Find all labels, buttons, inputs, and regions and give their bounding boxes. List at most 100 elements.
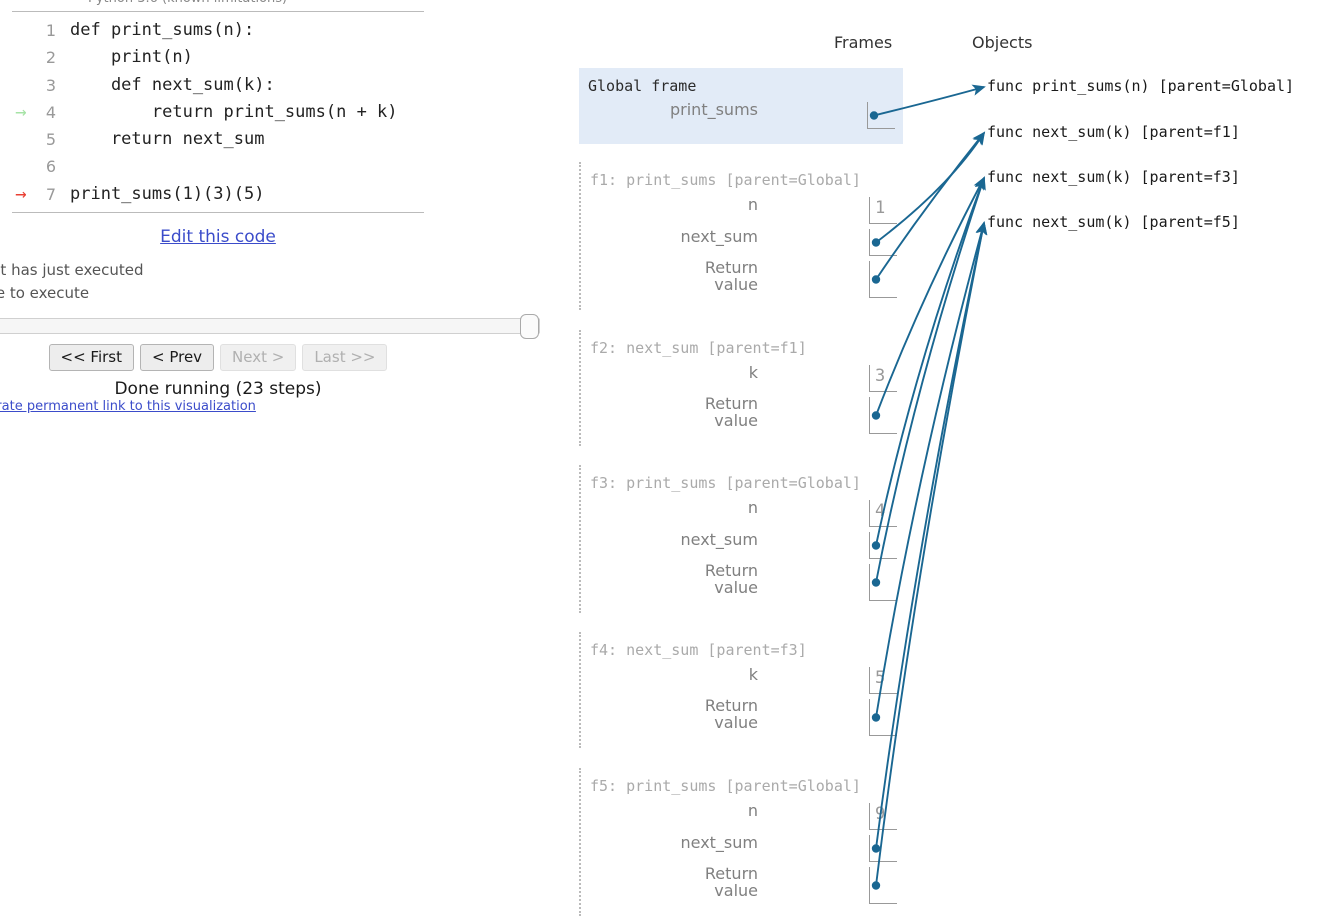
slider-track[interactable] [0,318,540,334]
code-panel-header-fragment: Python 3.6 (known limitations) [88,0,428,5]
variable-row: next_sum [581,229,903,261]
nav-button-prev[interactable]: < Prev [139,344,215,371]
execution-slider[interactable] [0,314,550,339]
variable-value: 5 [875,668,886,688]
visualization-panel: Frames Objects Global frame print_sums f1:… [566,0,1338,923]
variable-name: k [748,363,758,382]
frame-variables: print_sums [579,102,903,134]
code-line-number: 5 [45,130,56,150]
frames-column-header: Frames [834,33,893,52]
variable-name: next_sum [680,833,758,852]
variable-name: print_sums [670,100,758,119]
variable-row: print_sums [579,102,903,134]
variable-name: k [748,665,758,684]
variable-row: next_sum [581,532,903,564]
variable-value: 9 [875,804,886,824]
nav-button-first[interactable]: << First [48,344,134,371]
code-line: 5 return next_sum [12,126,424,153]
object-o1: func print_sums(n) [parent=Global] [987,77,1295,95]
nav-button-last: Last >> [302,344,388,371]
variable-value-box: 4 [869,500,897,527]
code-line-number: 2 [45,48,56,68]
variable-value-box [869,867,897,904]
variable-name: n [747,195,758,214]
code-line-text: return print_sums(n + k) [70,101,398,122]
frame-title: f5: print_sums [parent=Global] [590,777,861,795]
variable-value-box [867,102,895,129]
permanent-link[interactable]: Generate permanent link to this visualiz… [0,399,256,414]
code-line-number: 3 [45,75,56,95]
code-line-text: return next_sum [70,129,265,150]
slider-handle[interactable] [520,314,539,339]
nav-button-next: Next > [220,344,297,371]
legend-executed-line: line that has just executed [0,261,144,279]
frame-title: f4: next_sum [parent=f3] [590,641,807,659]
object-o4: func next_sum(k) [parent=f5] [987,213,1240,231]
legend-next-line: next line to execute [0,284,90,302]
code-line: 2 print(n) [12,44,424,71]
code-line: 6 [12,153,424,180]
object-o2: func next_sum(k) [parent=f1] [987,123,1240,141]
edit-this-code-link[interactable]: Edit this code [160,227,276,247]
variable-name: next_sum [680,530,758,549]
objects-column-header: Objects [972,33,1033,52]
code-line: 3 def next_sum(k): [12,72,424,99]
variable-value-box [869,699,897,736]
variable-value: 1 [875,198,886,218]
variable-value-box: 1 [869,197,897,224]
code-line-text: def print_sums(n): [70,20,255,40]
variable-value-box [869,229,897,256]
variable-value-box: 3 [869,365,897,392]
variable-name: next_sum [680,227,758,246]
variable-value: 3 [875,366,886,386]
variable-name: n [747,801,758,820]
variable-value-box: 5 [869,667,897,694]
frame-title: Global frame [588,77,697,95]
variable-value-box: 9 [869,803,897,830]
code-line-text: print_sums(1)(3)(5) [70,183,265,204]
code-line: →4 return print_sums(n + k) [12,99,424,126]
frame-title: f1: print_sums [parent=Global] [590,171,861,189]
code-line-number: 4 [45,102,56,122]
code-line-number: 6 [45,157,56,177]
next-line-arrow-icon: → [15,182,27,205]
code-line-text: def next_sum(k): [70,74,275,95]
code-line-number: 7 [45,184,56,204]
code-line: → 7 print_sums(1)(3)(5) [12,181,424,208]
variable-value-box [869,261,897,298]
frame-global: Global frame print_sums [579,68,903,144]
code-line-text: print(n) [70,47,193,68]
variable-value-box [869,532,897,559]
variable-value-box [869,564,897,601]
frame-title: f2: next_sum [parent=f1] [590,339,807,357]
